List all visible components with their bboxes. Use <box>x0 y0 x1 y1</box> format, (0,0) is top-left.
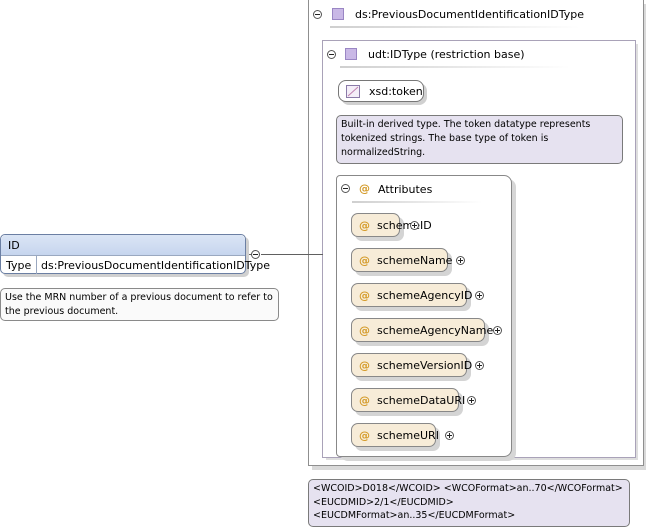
title-underline <box>330 26 580 28</box>
attribute-item[interactable]: @ schemeID <box>351 213 432 237</box>
doc-line: the previous document. <box>5 306 119 317</box>
doc-line: Built-in derived type. The token datatyp… <box>341 119 591 130</box>
expand-icon[interactable] <box>475 361 484 370</box>
attribute-icon: @ <box>359 289 370 302</box>
attribute-label: schemeName <box>377 254 453 267</box>
attribute-item[interactable]: @ schemeAgencyID <box>351 283 473 307</box>
attribute-label: schemeURI <box>377 429 439 442</box>
expand-icon[interactable] <box>493 326 502 335</box>
expand-icon[interactable] <box>467 396 476 405</box>
doc-line: Use the MRN number of a previous documen… <box>5 292 273 303</box>
expand-icon[interactable] <box>456 256 465 265</box>
connector-line <box>261 254 323 255</box>
simple-type-icon <box>346 85 360 98</box>
expand-icon[interactable] <box>410 221 419 230</box>
element-box[interactable]: ID Type ds:PreviousDocumentIdentificatio… <box>0 234 270 274</box>
complex-type-icon <box>332 8 344 20</box>
collapse-icon[interactable] <box>251 250 260 259</box>
collapse-icon[interactable] <box>327 50 336 59</box>
element-header: ID <box>1 235 245 256</box>
attribute-icon: @ <box>359 359 370 372</box>
attribute-item[interactable]: @ schemeAgencyName <box>351 318 493 342</box>
annotation-line: <WCOID>D018</WCOID> <WCOFormat>an..70</W… <box>313 483 623 494</box>
type-label: Type <box>6 259 32 272</box>
attribute-label: schemeAgencyID <box>377 289 473 302</box>
attribute-icon: @ <box>359 429 370 442</box>
type-icon <box>345 48 357 60</box>
attribute-icon: @ <box>359 254 370 267</box>
attributes-underline <box>352 201 482 203</box>
attribute-label: schemeDataURI <box>377 394 466 407</box>
expand-icon[interactable] <box>445 431 454 440</box>
attribute-label: schemeAgencyName <box>377 324 494 337</box>
restriction-label: udt:IDType (restriction base) <box>368 48 525 61</box>
base-type-doc: Built-in derived type. The token datatyp… <box>336 115 623 164</box>
attribute-icon: @ <box>359 394 370 407</box>
restriction-underline <box>340 66 570 68</box>
complex-type-name: ds:PreviousDocumentIdentificationIDType <box>355 8 584 21</box>
doc-line: normalizedString. <box>341 147 426 158</box>
expand-icon[interactable] <box>475 291 484 300</box>
attribute-label: schemeVersionID <box>377 359 473 372</box>
collapse-icon[interactable] <box>341 184 350 193</box>
collapse-icon[interactable] <box>313 10 322 19</box>
doc-line: tokenized strings. The base type of toke… <box>341 133 549 144</box>
attribute-icon: @ <box>359 324 370 337</box>
divider <box>36 256 37 274</box>
attribute-label: schemeID <box>377 219 432 232</box>
element-name: ID <box>8 239 20 252</box>
attribute-item[interactable]: @ schemeName <box>351 248 452 272</box>
attribute-icon: @ <box>359 182 370 195</box>
attributes-header: Attributes <box>378 183 433 196</box>
annotation-line: <EUCDMID>2/1</EUCDMID> <box>313 496 454 508</box>
element-doc: Use the MRN number of a previous documen… <box>0 288 279 321</box>
attribute-item[interactable]: @ schemeVersionID <box>351 353 472 377</box>
annotation-box: <WCOID>D018</WCOID> <WCOFormat>an..70</W… <box>308 479 630 527</box>
type-value: ds:PreviousDocumentIdentificationIDType <box>41 259 270 272</box>
connector-line <box>247 254 252 255</box>
attribute-item[interactable]: @ schemeDataURI <box>351 388 465 412</box>
attribute-icon: @ <box>359 219 370 232</box>
base-type-name: xsd:token <box>369 85 423 98</box>
attribute-item[interactable]: @ schemeURI <box>351 423 439 447</box>
annotation-line: <EUCDMFormat>an..35</EUCDMFormat> <box>313 510 516 521</box>
base-type-box[interactable]: xsd:token <box>338 80 424 102</box>
